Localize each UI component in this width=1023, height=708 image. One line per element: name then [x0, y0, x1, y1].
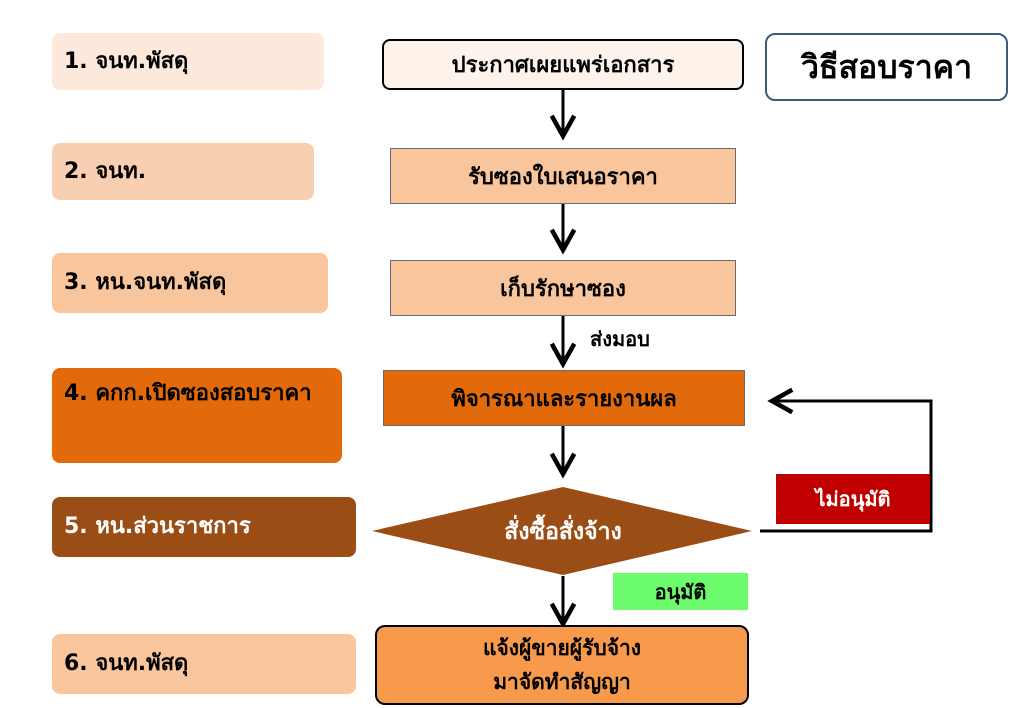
step-notify-contract: แจ้งผู้ขายผู้รับจ้าง มาจัดทำสัญญา [375, 625, 749, 705]
step-receive-quotations: รับซองใบเสนอราคา [390, 148, 736, 204]
step-notify-line-1: แจ้งผู้ขายผู้รับจ้าง [482, 636, 642, 660]
step-publish-documents: ประกาศเผยแพร่เอกสาร [382, 39, 744, 90]
decision-diamond [372, 487, 752, 575]
role-3: 3. หน.จนท.พัสดุ [52, 253, 328, 313]
reject-loop-line [760, 401, 933, 533]
role-1: 1. จนท.พัสดุ [52, 33, 324, 90]
role-4: 4. คกก.เปิดซองสอบราคา [52, 368, 342, 463]
step-notify-line-2: มาจัดทำสัญญา [493, 670, 631, 694]
step-review-report: พิจารณาและรายงานผล [383, 370, 745, 426]
not-approved-badge: ไม่อนุมัติ [776, 474, 930, 524]
role-6: 6. จนท.พัสดุ [52, 634, 356, 694]
role-2: 2. จนท. [52, 143, 314, 200]
step-order-purchase: สั่งซื้อสั่งจ้าง [504, 519, 622, 545]
approved-badge: อนุมัติ [613, 573, 748, 610]
step-keep-envelopes: เก็บรักษาซอง [390, 260, 736, 316]
method-title: วิธีสอบราคา [765, 33, 1008, 101]
deliver-label: ส่งมอบ [590, 327, 650, 351]
role-5: 5. หน.ส่วนราชการ [52, 497, 356, 557]
